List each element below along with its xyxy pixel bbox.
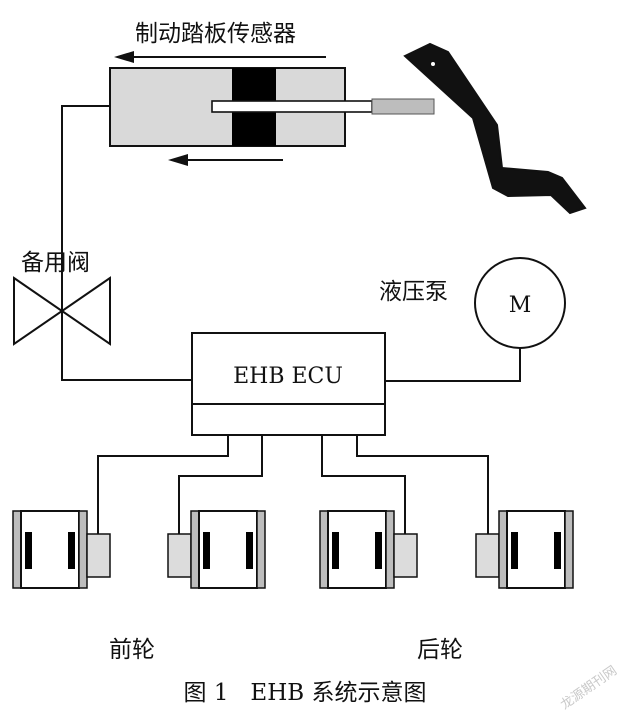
front-wheels-label: 前轮 (109, 637, 155, 663)
watermark: 龙源期刊网 (558, 663, 619, 713)
backup-valve-symbol (13, 276, 111, 346)
backup-valve-label: 备用阀 (21, 250, 90, 276)
caliper (86, 533, 111, 578)
pump-label: 液压泵 (379, 279, 448, 305)
motor-symbol: M (509, 293, 532, 318)
ecu-box (191, 332, 386, 436)
wheel-front-right (167, 510, 266, 589)
bottom-arrow (168, 154, 283, 166)
top-arrow (114, 51, 326, 63)
caliper (167, 533, 192, 578)
wheel-rear-left (319, 510, 418, 589)
pedal-rod-extension (371, 98, 435, 115)
figure-caption: 图 1 EHB 系统示意图 (184, 680, 427, 706)
wheel-front-left (12, 510, 111, 589)
ecu-label: EHB ECU (233, 364, 343, 389)
wheel-pipes (97, 435, 489, 534)
caliper (393, 533, 418, 578)
brake-pedal (403, 42, 587, 215)
master-cylinder (109, 67, 435, 147)
wheel-rear-right (475, 510, 574, 589)
push-rod (211, 100, 373, 113)
backup-pipe (61, 105, 192, 381)
pump-pipe (386, 348, 521, 382)
pedal-sensor-label: 制动踏板传感器 (135, 21, 296, 47)
rear-wheels-label: 后轮 (417, 637, 463, 663)
caliper (475, 533, 500, 578)
